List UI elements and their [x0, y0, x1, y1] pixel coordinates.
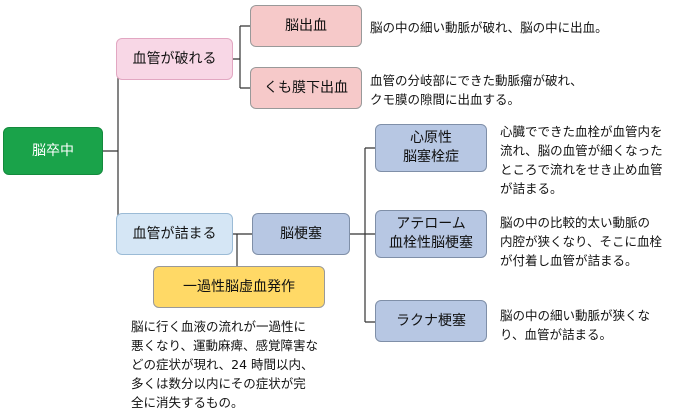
cerebral-hemorrhage-label: 脳出血 — [285, 17, 327, 34]
cerebral-infarction-label: 脳梗塞 — [280, 225, 322, 242]
branch-rupture-label: 血管が破れる — [132, 50, 217, 67]
node-transient-ischemic-attack: 一過性脳虚血発作 — [153, 266, 325, 308]
node-cerebral-hemorrhage: 脳出血 — [250, 5, 362, 47]
subarachnoid-hemorrhage-label: くも膜下出血 — [264, 79, 348, 96]
desc-cardioembolic-stroke: 心臓でできた血栓が血管内を 流れ、脳の血管が細くなった ところで流れをせき止め血… — [500, 124, 663, 196]
desc-subarachnoid-hemorrhage: 血管の分岐部にできた動脈瘤が破れ、 クモ膜の隙間に出血する。 — [370, 73, 583, 107]
branch-vessel-rupture: 血管が破れる — [116, 38, 233, 80]
desc-lacunar-infarction: 脳の中の細い動脈が狭くな り、血管が詰まる。 — [500, 308, 651, 342]
connector-root-branches — [103, 58, 119, 235]
node-lacunar-infarction: ラクナ梗塞 — [375, 300, 487, 342]
connector-infarction-subtypes — [350, 147, 375, 323]
desc-transient-ischemic-attack: 脳に行く血液の流れが一過性に 悪くなり、運動麻痺、感覚障害な どの症状が現れ、2… — [131, 319, 319, 410]
tia-label: 一過性脳虚血発作 — [183, 278, 295, 295]
branch-block-label: 血管が詰まる — [132, 225, 217, 242]
branch-vessel-blockage: 血管が詰まる — [116, 213, 233, 255]
node-atherothrombotic-infarction: アテローム 血栓性脳梗塞 — [375, 210, 487, 258]
lacunar-label: ラクナ梗塞 — [396, 312, 466, 329]
node-subarachnoid-hemorrhage: くも膜下出血 — [250, 67, 362, 109]
desc-cerebral-hemorrhage: 脳の中の細い動脈が破れ、脳の中に出血。 — [370, 20, 608, 35]
root-node-stroke: 脳卒中 — [3, 127, 103, 175]
desc-atherothrombotic-infarction: 脳の中の比較的太い動脈の 内腔が狭くなり、そこに血栓 が付着し血管が詰まる。 — [500, 215, 663, 268]
node-cardioembolic-stroke: 心原性 脳塞栓症 — [375, 124, 487, 172]
node-cerebral-infarction: 脳梗塞 — [252, 213, 350, 255]
connector-rupture-types — [233, 25, 250, 89]
root-label: 脳卒中 — [32, 142, 74, 159]
